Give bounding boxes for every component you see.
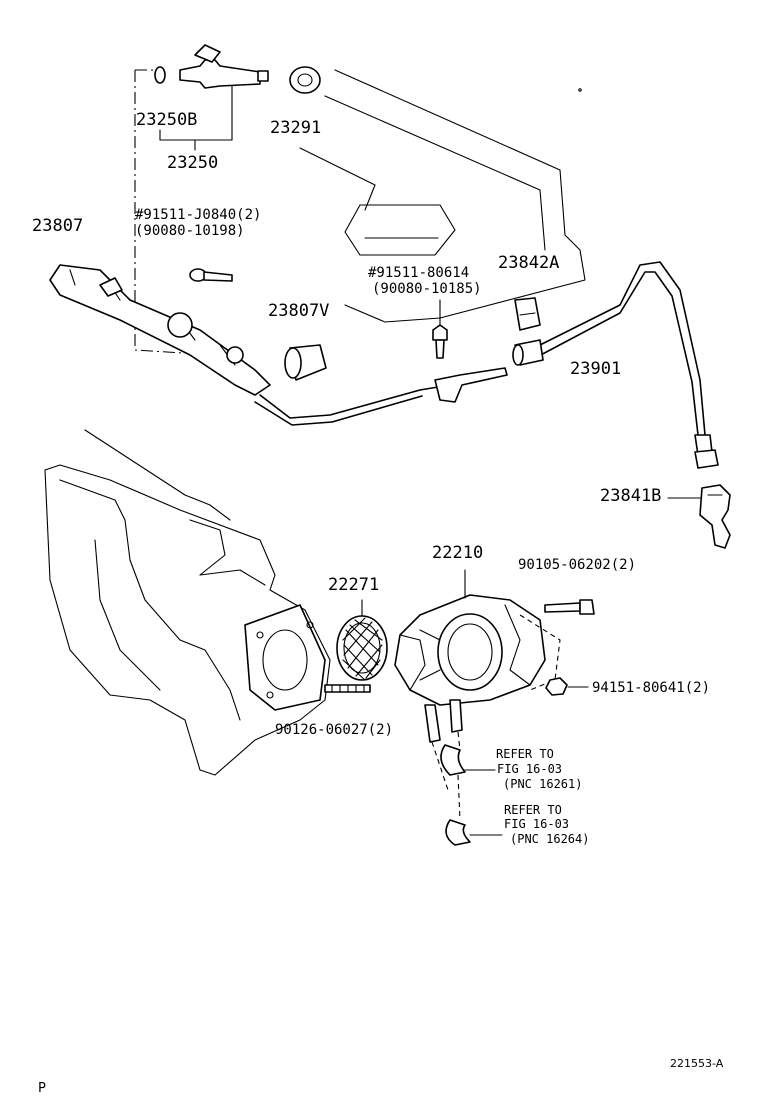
throttle-body-gasket — [336, 599, 388, 681]
corner-mark: P — [38, 1081, 46, 1096]
reference-1-line2: FIG 16-03 — [497, 762, 563, 776]
reference-1-line1: REFER TO — [496, 747, 554, 761]
label-bolt2-alt: (90080-10185) — [372, 281, 482, 297]
fuel-injector — [179, 44, 269, 89]
injector-o-ring — [154, 66, 166, 84]
intake-manifold — [44, 429, 331, 776]
engine-cover-outline — [299, 69, 586, 323]
fuel-delivery-pipe — [49, 264, 271, 396]
figure-code: 221553-A — [670, 1057, 724, 1070]
injector-insulator — [289, 66, 321, 94]
label-23291: 23291 — [270, 118, 322, 138]
pipe-support-clamp — [434, 367, 508, 403]
throttle-body-nut — [545, 677, 589, 696]
label-bolt3: 90105-06202(2) — [518, 557, 637, 573]
label-bolt1-alt: (90080-10198) — [135, 223, 245, 239]
throttle-body-bolt — [544, 599, 595, 615]
reference-2-line1: REFER TO — [504, 803, 562, 817]
label-23901: 23901 — [570, 359, 622, 379]
label-bolt2-part: #91511-80614 — [368, 265, 470, 281]
rail-bolt — [189, 268, 233, 282]
reference-2-line2: FIG 16-03 — [504, 817, 570, 831]
label-bolt1-part: #91511-J0840(2) — [135, 207, 262, 223]
throttle-body-stud — [324, 684, 371, 693]
reference-1-line3: (PNC 16261) — [503, 777, 583, 791]
label-23807: 23807 — [32, 216, 84, 236]
label-23250b: 23250B — [136, 110, 198, 130]
label-23807v: 23807V — [268, 301, 330, 321]
bracket-23250 — [159, 85, 233, 151]
label-stud: 90126-06027(2) — [275, 722, 394, 738]
label-23841b: 23841B — [600, 486, 662, 506]
pipe-connector-clip — [667, 484, 731, 549]
fuel-pipe-clamp — [514, 297, 541, 331]
label-22210: 22210 — [432, 543, 484, 563]
reference-2-line3: (PNC 16264) — [510, 832, 590, 846]
label-23250: 23250 — [167, 153, 219, 173]
label-22271: 22271 — [328, 575, 380, 595]
label-nut: 94151-80641(2) — [592, 680, 711, 696]
fuel-pipe — [254, 261, 719, 469]
delivery-pipe-spacer — [284, 344, 327, 381]
pipe-clamp-bolt — [432, 299, 448, 359]
throttle-body — [394, 569, 561, 743]
water-bypass-hoses — [431, 731, 503, 846]
manifold-flange — [244, 604, 326, 711]
label-23842a: 23842A — [498, 253, 560, 273]
